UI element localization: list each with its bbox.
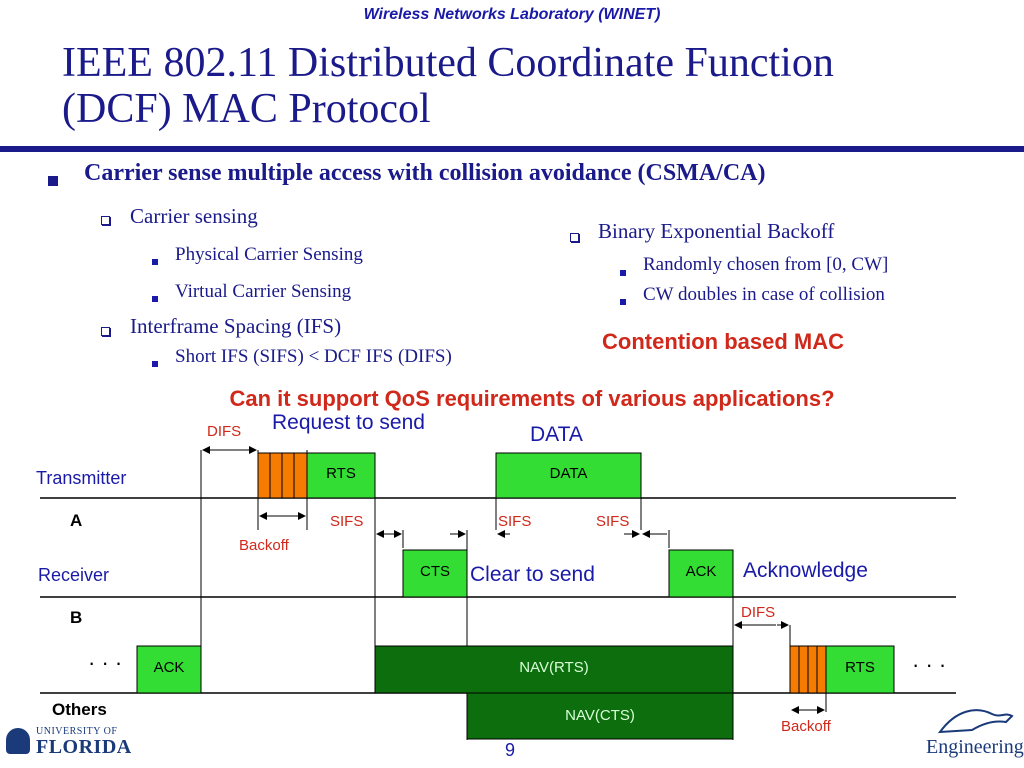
clear-to-send-callout: Clear to send [470,563,595,586]
physical-sensing-item: Physical Carrier Sensing [175,244,363,265]
ifs-item: Interframe Spacing (IFS) [130,314,342,338]
request-to-send-callout: Request to send [272,411,425,434]
level2-marker [620,263,626,281]
interval-arrows [202,446,825,714]
ack-frame-label: ACK [685,563,717,580]
rts-frame-label: RTS [326,465,356,482]
title-line-1: IEEE 802.11 Distributed Coordinate Funct… [62,40,834,86]
rts-frame [306,452,376,499]
cw-doubles-item: CW doubles in case of collision [643,284,885,305]
data-frame [495,452,642,499]
transmitter-label: Transmitter [36,468,127,488]
acknowledge-callout: Acknowledge [743,559,868,582]
node-b-label: B [70,608,83,627]
nav-cts-label: NAV(CTS) [565,707,635,724]
title-line-2: (DCF) MAC Protocol [62,86,431,132]
sifs-1-label: SIFS [330,513,364,530]
receiver-label: Receiver [38,565,110,585]
cts-frame [402,549,468,598]
nav-cts-bar [466,692,734,740]
difs-top-label: DIFS [207,423,242,440]
sifs-difs-item: Short IFS (SIFS) < DCF IFS (DIFS) [175,346,452,367]
uf-seal-icon [6,728,30,754]
contention-note: Contention based MAC [602,329,844,354]
node-a-label: A [70,511,83,530]
backoff-left-label: Backoff [239,537,289,554]
level1-marker [101,323,110,341]
nav-rts-label: NAV(RTS) [519,659,589,676]
ellipsis-left: · · · [88,650,123,675]
data-frame-label: DATA [549,465,588,482]
uf-logo-small: UNIVERSITY OF [36,726,118,737]
engineering-logo: Engineering [926,736,1024,758]
gator-icon [937,709,1014,734]
ellipsis-right: · · · [912,652,947,677]
level2-marker [152,354,158,372]
level1-marker [570,229,579,247]
nav-rts-bar [374,645,734,694]
sifs-2-label: SIFS [498,513,532,530]
ack-frame-left [136,645,202,694]
others-label: Others [52,700,107,719]
level2-marker [152,252,158,270]
cts-frame-label: CTS [420,563,450,580]
level2-marker [152,289,158,307]
ack-frame [668,549,734,598]
backoff-right-label: Backoff [781,718,831,735]
main-bullet-text: Carrier sense multiple access with colli… [84,160,766,186]
level2-marker [620,292,626,310]
ack-left-label: ACK [153,659,185,676]
data-callout: DATA [530,423,583,446]
uf-logo: UNIVERSITY OF FLORIDA [36,726,132,757]
virtual-sensing-item: Virtual Carrier Sensing [175,281,352,302]
backoff-item: Binary Exponential Backoff [598,219,835,243]
page-number: 9 [504,740,515,760]
rts-right-label: RTS [845,659,875,676]
random-window-item: Randomly chosen from [0, CW] [643,254,889,275]
level1-marker [101,212,110,230]
slide-title: IEEE 802.11 Distributed Coordinate Funct… [62,40,962,132]
carrier-sensing-item: Carrier sensing [130,204,258,228]
uf-logo-big: FLORIDA [36,736,132,758]
main-bullet-marker [48,173,58,191]
rts-frame-right [825,645,895,694]
difs-right-label: DIFS [741,604,776,621]
qos-question: Can it support QoS requirements of vario… [229,386,835,411]
sifs-3-label: SIFS [596,513,630,530]
title-rule [0,146,1024,152]
lab-header: Wireless Networks Laboratory (WINET) [363,6,661,23]
